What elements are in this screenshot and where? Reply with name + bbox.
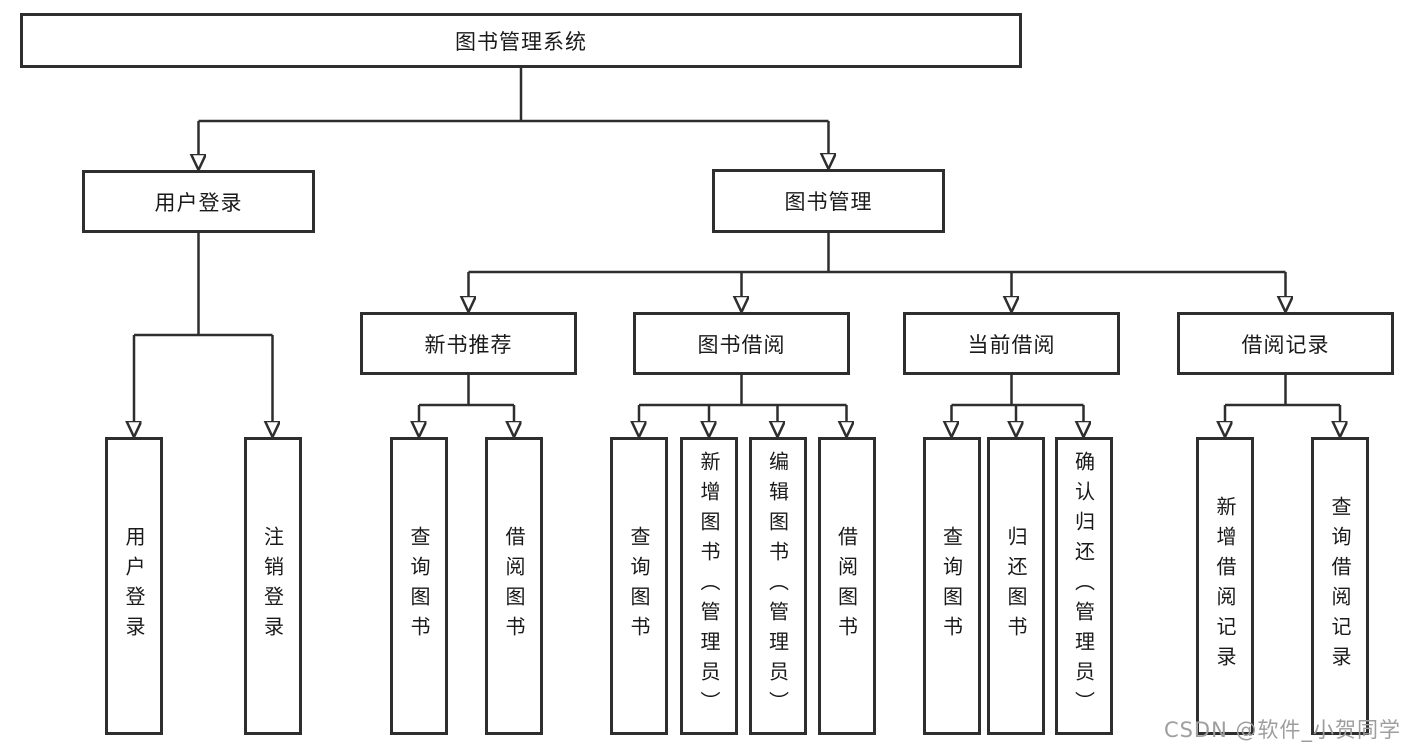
node-label: 编辑图书（管理员） xyxy=(765,451,790,721)
node-br-query-record: 查询借阅记录 xyxy=(1311,437,1369,735)
node-label: 查询图书 xyxy=(407,526,431,646)
node-label: 用户登录 xyxy=(154,190,243,215)
node-library-system: 图书管理系统 xyxy=(20,13,1022,68)
node-label: 新书推荐 xyxy=(424,332,513,357)
node-book-borrowing: 图书借阅 xyxy=(633,312,850,375)
node-user-login: 用户登录 xyxy=(82,170,315,233)
node-label: 注销登录 xyxy=(260,526,285,646)
node-label: 确认归还（管理员） xyxy=(1071,451,1096,721)
node-label: 图书借阅 xyxy=(697,332,786,357)
node-label: 新增借阅记录 xyxy=(1213,496,1237,676)
node-label: 当前借阅 xyxy=(967,332,1056,357)
node-br-add-record: 新增借阅记录 xyxy=(1196,437,1254,735)
node-label: 归还图书 xyxy=(1004,526,1028,646)
node-label: 图书管理系统 xyxy=(455,29,587,54)
node-bb-borrow-books: 借阅图书 xyxy=(817,437,876,735)
node-label: 查询图书 xyxy=(627,526,651,646)
node-label: 查询图书 xyxy=(939,526,964,646)
node-nbr-borrow-books: 借阅图书 xyxy=(485,437,543,735)
node-cb-query-books: 查询图书 xyxy=(922,437,981,735)
node-bb-query-books: 查询图书 xyxy=(610,437,668,735)
csdn-watermark: CSDN @软件_小贺同学 xyxy=(1163,718,1401,742)
node-label: 借阅记录 xyxy=(1241,332,1330,357)
node-borrowing-records: 借阅记录 xyxy=(1177,312,1394,375)
node-cb-confirm-return-admin: 确认归还（管理员） xyxy=(1054,437,1113,735)
node-label: 查询借阅记录 xyxy=(1328,496,1352,676)
node-bb-edit-books-admin: 编辑图书（管理员） xyxy=(748,437,807,735)
node-current-borrowing: 当前借阅 xyxy=(903,312,1120,375)
node-nbr-query-books: 查询图书 xyxy=(390,437,448,735)
node-label: 借阅图书 xyxy=(834,526,859,646)
node-cb-return-books: 归还图书 xyxy=(987,437,1045,735)
node-label: 借阅图书 xyxy=(502,526,526,646)
node-login-action: 用户登录 xyxy=(105,437,163,735)
node-book-management: 图书管理 xyxy=(712,169,945,233)
node-label: 用户登录 xyxy=(122,526,146,646)
node-new-book-recommend: 新书推荐 xyxy=(360,312,577,375)
node-logout-action: 注销登录 xyxy=(243,437,302,735)
node-label: 图书管理 xyxy=(784,190,873,214)
node-bb-add-books-admin: 新增图书（管理员） xyxy=(680,437,738,735)
node-label: 新增图书（管理员） xyxy=(697,451,721,721)
